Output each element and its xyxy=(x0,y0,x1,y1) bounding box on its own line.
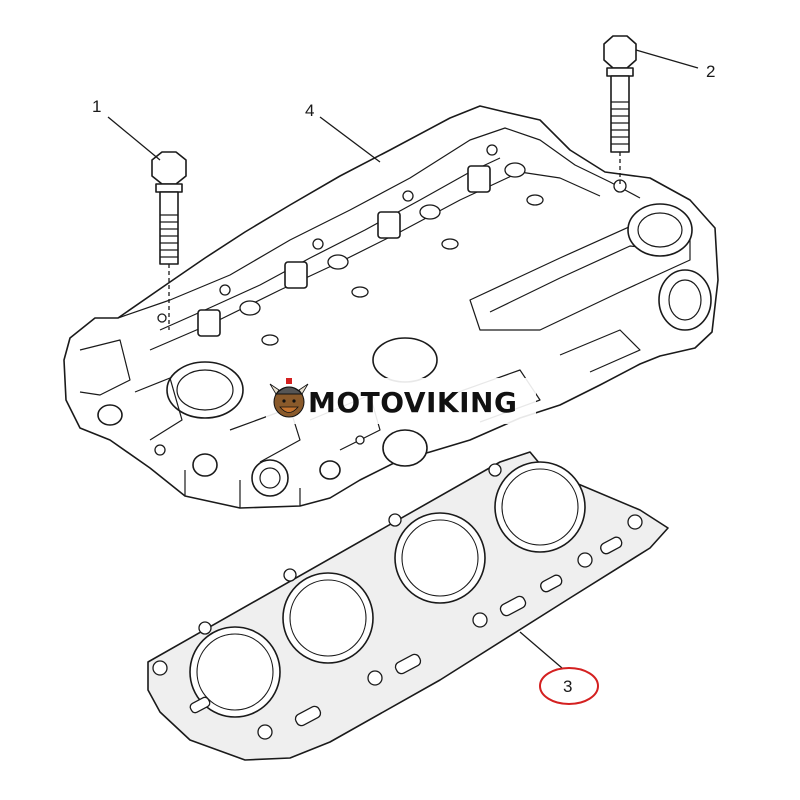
callout-3-highlight-ring xyxy=(539,667,599,705)
leader-3 xyxy=(519,631,563,669)
callout-3: 3 xyxy=(563,677,572,696)
head-gasket xyxy=(147,451,669,761)
motoviking-watermark: MOTOVIKING xyxy=(266,378,536,424)
callout-4: 4 xyxy=(305,101,314,120)
watermark-text: MOTOVIKING xyxy=(308,386,517,419)
bolt-2 xyxy=(603,35,637,186)
leader-1 xyxy=(107,116,161,161)
valve-bosses xyxy=(197,144,544,346)
cylinder-head xyxy=(63,105,719,509)
leader-2 xyxy=(635,49,699,69)
bolt-1 xyxy=(151,151,187,330)
callout-1: 1 xyxy=(92,97,101,116)
leader-4 xyxy=(319,116,381,163)
callout-2: 2 xyxy=(706,62,715,81)
viking-mascot-icon xyxy=(269,378,309,418)
